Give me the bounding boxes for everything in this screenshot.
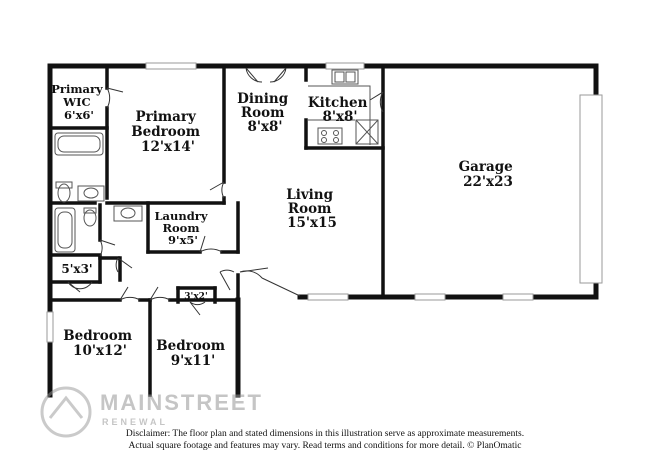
sink-second xyxy=(113,205,143,222)
label-living-room: Living Room 15'x15 xyxy=(286,187,338,231)
doors xyxy=(67,67,384,316)
label-primary-wic: Primary WIC 6'x6' xyxy=(51,82,106,122)
kitchen-range xyxy=(317,127,343,145)
kitchen-sink xyxy=(331,69,359,85)
label-laundry-room: Laundry Room 9'x5' xyxy=(154,209,211,247)
disclaimer: Disclaimer: The floor plan and stated di… xyxy=(0,428,650,452)
watermark-subtext: RENEWAL xyxy=(102,417,168,427)
tub-primary xyxy=(54,132,104,156)
disclaimer-line-1: Disclaimer: The floor plan and stated di… xyxy=(125,429,525,439)
toilet-second xyxy=(83,209,97,227)
kitchen-counter xyxy=(308,85,371,145)
fixtures xyxy=(54,69,379,253)
interior-walls xyxy=(50,66,385,397)
label-garage: Garage 22'x23 xyxy=(459,159,518,190)
label-primary-bedroom: Primary Bedroom 12'x14' xyxy=(131,109,205,155)
toilet-primary xyxy=(57,183,71,203)
watermark-logo-icon xyxy=(40,386,92,438)
label-closet-small: 3'x2' xyxy=(184,292,207,302)
windows xyxy=(46,62,603,343)
label-bedroom-2: Bedroom 9'x11' xyxy=(156,338,230,369)
watermark: MAINSTREET RENEWAL xyxy=(40,386,263,438)
room-labels: Primary WIC 6'x6' Primary Bedroom 12'x14… xyxy=(51,82,518,369)
watermark-text: MAINSTREET xyxy=(100,390,263,415)
disclaimer-line-2: Actual square footage and features may v… xyxy=(128,441,522,451)
sink-primary xyxy=(77,185,105,202)
refrigerator xyxy=(355,119,379,145)
label-bedroom-1: Bedroom 10'x12' xyxy=(63,328,137,359)
tub-second xyxy=(54,207,76,253)
label-kitchen: Kitchen 8'x8' xyxy=(308,95,372,125)
label-dining-room: Dining Room 8'x8' xyxy=(237,91,293,135)
label-closet-hall: 5'x3' xyxy=(61,262,92,276)
